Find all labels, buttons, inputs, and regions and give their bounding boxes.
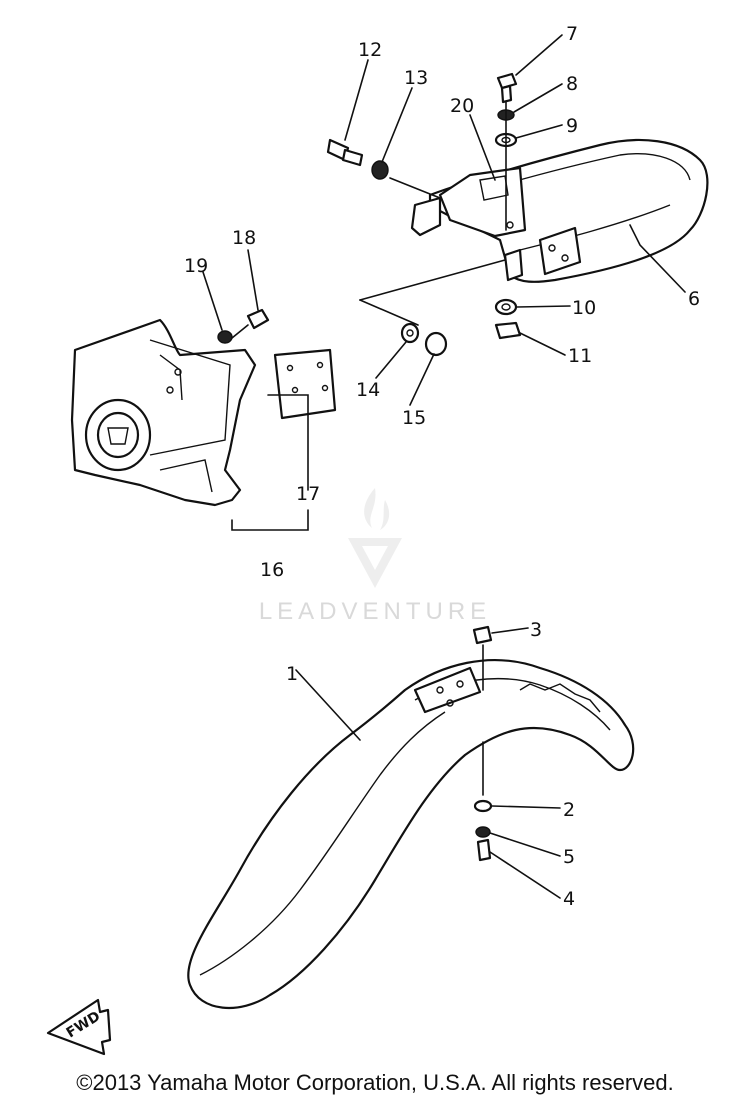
callout-11: 11	[568, 345, 592, 367]
callout-20: 20	[450, 95, 474, 117]
headlight-housing	[70, 318, 337, 531]
callout-13: 13	[404, 67, 428, 89]
callout-9: 9	[566, 115, 578, 137]
callout-2: 2	[563, 799, 575, 821]
callout-8: 8	[566, 73, 578, 95]
front-fender	[187, 625, 635, 1010]
copyright-notice: ©2013 Yamaha Motor Corporation, U.S.A. A…	[76, 1070, 674, 1095]
fwd-arrow-icon: FWD	[46, 998, 112, 1056]
callout-19: 19	[184, 255, 208, 277]
callout-15: 15	[402, 407, 426, 429]
flame-v-logo-icon	[348, 488, 402, 588]
callout-10: 10	[572, 297, 596, 319]
callouts: 1 2 3 4 5 6 7 8 9 10 11 12 13 14 15 16 1…	[184, 23, 700, 910]
callout-18: 18	[232, 227, 256, 249]
rear-fender	[410, 138, 709, 283]
callout-5: 5	[563, 846, 575, 868]
watermark-text: LEADVENTURE	[258, 598, 492, 625]
callout-14: 14	[356, 379, 380, 401]
rear-hardware	[217, 72, 522, 357]
callout-16: 16	[260, 559, 284, 581]
leader-lines	[202, 34, 686, 899]
callout-4: 4	[563, 888, 575, 910]
callout-1: 1	[286, 663, 298, 685]
callout-7: 7	[566, 23, 578, 45]
callout-12: 12	[358, 39, 382, 61]
callout-3: 3	[530, 619, 542, 641]
callout-6: 6	[688, 288, 700, 310]
callout-17: 17	[296, 483, 320, 505]
